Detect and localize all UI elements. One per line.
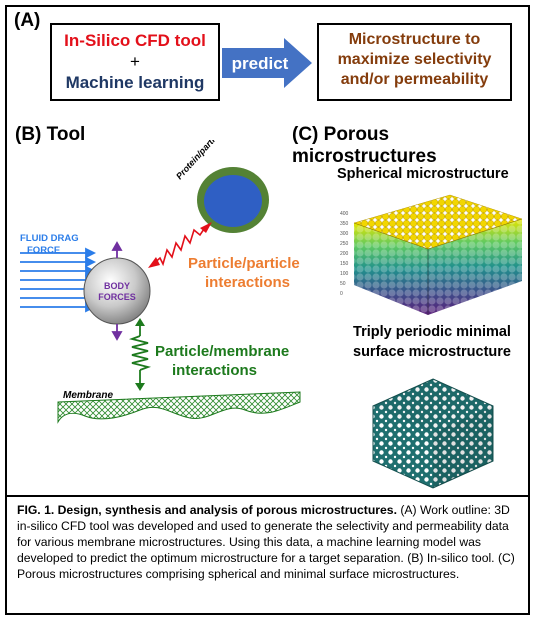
- spherical-title: Spherical microstructure: [337, 166, 509, 182]
- fluid-drag-arrows: [20, 247, 97, 313]
- tpms-title: Triply periodic minimal surface microstr…: [337, 322, 527, 362]
- svg-text:200: 200: [340, 251, 349, 257]
- svg-text:150: 150: [340, 261, 349, 267]
- body-forces-sphere: [83, 257, 151, 325]
- machine-learning-text: Machine learning: [65, 73, 205, 92]
- goal-line-3: and/or permeability: [340, 71, 489, 88]
- figure-frame: [5, 5, 530, 615]
- svg-text:300: 300: [340, 231, 349, 237]
- spring-arrow-right: [200, 222, 212, 233]
- z-axis-ticks: 400 350 300 250 200 150 100 50 0: [340, 211, 349, 297]
- goal-line-2: maximize selectivity: [337, 51, 492, 68]
- fluid-drag-label-2: FORCE: [27, 245, 60, 256]
- fluid-drag-label-1: FLUID DRAG: [20, 233, 79, 244]
- goal-line-1: Microstructure to: [348, 31, 481, 48]
- cfd-tool-text: In-Silico CFD tool: [64, 31, 206, 50]
- body-forces-label-1: BODY: [104, 281, 130, 291]
- membrane-arrow-up: [135, 318, 145, 326]
- tpms-title-line-1: Triply periodic minimal: [353, 324, 511, 340]
- cfd-ml-box: In-Silico CFD tool + Machine learning: [50, 23, 220, 101]
- microstructure-goal-box: Microstructure to maximize selectivity a…: [317, 23, 512, 101]
- spring-arrow-left: [148, 257, 160, 268]
- particle-membrane-label-2: interactions: [172, 362, 257, 379]
- membrane-arrow-down: [135, 383, 145, 391]
- svg-text:0: 0: [340, 291, 343, 297]
- panel-b-label: (B) Tool: [15, 124, 86, 145]
- svg-text:350: 350: [340, 221, 349, 227]
- spherical-microstructure-image: 400 350 300 250 200 150 100 50 0: [340, 194, 523, 315]
- figure-caption: FIG. 1. Design, synthesis and analysis o…: [7, 495, 528, 615]
- body-forces-label-2: FORCES: [98, 292, 136, 302]
- svg-text:400: 400: [340, 211, 349, 217]
- body-force-arrows: [111, 241, 123, 341]
- svg-text:100: 100: [340, 271, 349, 277]
- protein-particle: [197, 167, 269, 233]
- membrane-label: Membrane: [63, 390, 113, 401]
- plus-sign: +: [130, 52, 140, 71]
- svg-text:50: 50: [340, 281, 346, 287]
- membrane-surface: [57, 391, 301, 424]
- tpms-microstructure-image: [372, 378, 494, 489]
- panel-a-label: (A): [14, 10, 41, 31]
- particle-particle-label-1: Particle/particle: [188, 255, 300, 272]
- particle-particle-label-2: interactions: [205, 274, 290, 291]
- tool-diagram: FLUID DRAG FORCE BODY FORCES Protein/par…: [20, 140, 301, 424]
- caption-text: (A) Work outline: 3D in-silico CFD tool …: [17, 503, 515, 581]
- tpms-title-line-2: surface microstructure: [353, 344, 511, 360]
- predict-arrow: predict: [222, 38, 312, 88]
- particle-particle-spring: [151, 225, 207, 267]
- particle-membrane-label-1: Particle/membrane: [155, 343, 289, 360]
- panel-c-label: (C) Porous microstructures: [292, 124, 437, 167]
- svg-text:250: 250: [340, 241, 349, 247]
- particle-membrane-spring: [128, 326, 152, 383]
- predict-label: predict: [232, 54, 289, 73]
- caption-title: FIG. 1. Design, synthesis and analysis o…: [17, 503, 397, 517]
